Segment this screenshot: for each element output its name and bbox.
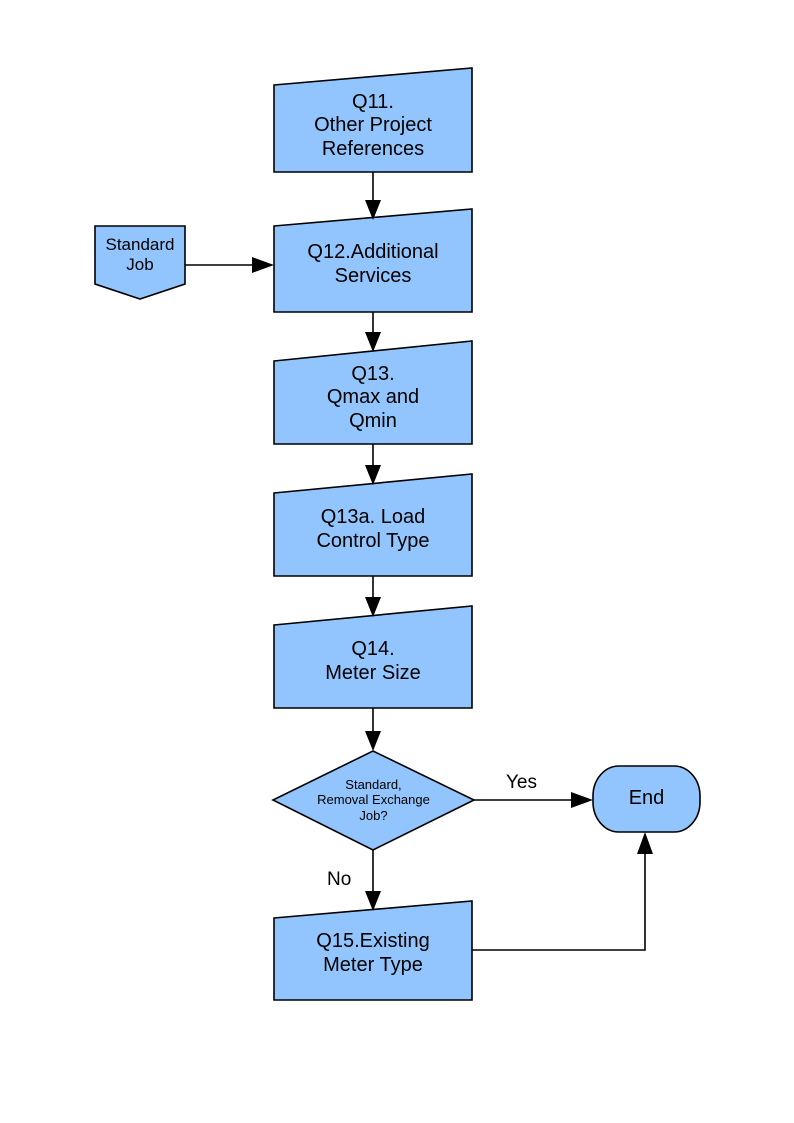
node-shape-q12[interactable] xyxy=(273,208,473,313)
edge-q13a-q14 xyxy=(365,576,381,617)
node-shape-q13[interactable] xyxy=(273,340,473,445)
edge-label-no: No xyxy=(327,869,352,890)
node-shape-q13a[interactable] xyxy=(273,473,473,577)
node-shape-q14[interactable] xyxy=(273,605,473,709)
edge-decision-end-yes xyxy=(474,792,593,808)
node-shape-end[interactable] xyxy=(592,765,701,833)
edge-q13-q13a xyxy=(365,444,381,485)
node-shape-standard-job[interactable] xyxy=(94,225,186,300)
node-shape-q15[interactable] xyxy=(273,900,473,1001)
node-shape-decision[interactable] xyxy=(271,750,476,851)
edge-q14-decision xyxy=(365,708,381,751)
edge-q12-q13 xyxy=(365,312,381,352)
edge-q15-end xyxy=(472,832,653,951)
edge-label-yes: Yes xyxy=(506,772,537,793)
edge-standard-job-q12 xyxy=(185,257,274,273)
node-shape-q11[interactable] xyxy=(273,67,473,173)
edge-decision-q15-no xyxy=(365,850,381,911)
edge-q11-q12 xyxy=(365,172,381,220)
